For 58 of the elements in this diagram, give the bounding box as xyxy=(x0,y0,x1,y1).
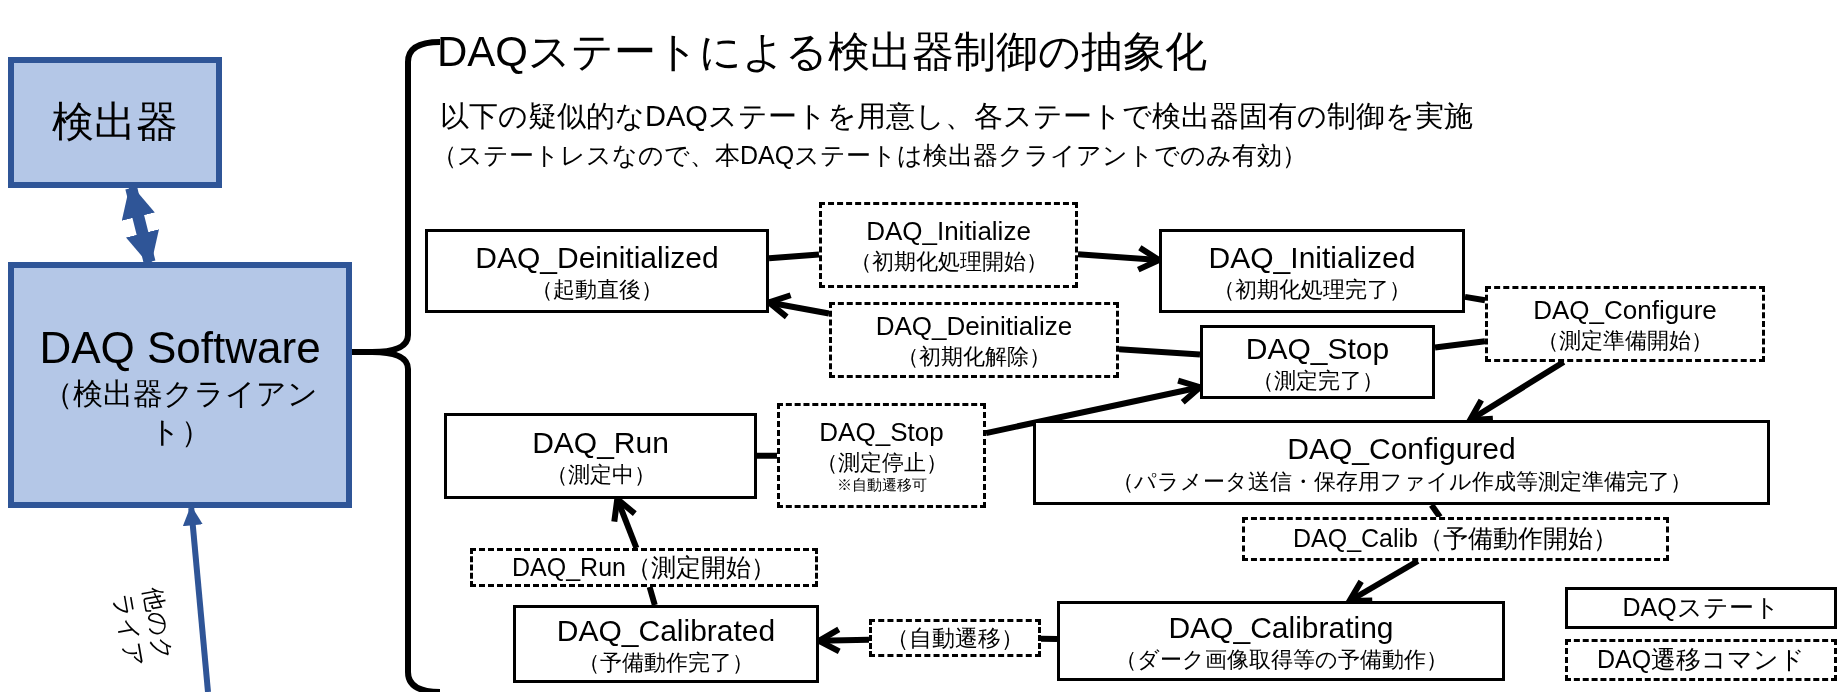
command-box xyxy=(1485,286,1765,362)
node-heading: DAQ_Run xyxy=(532,424,669,461)
node-subtext: （予備動作完了） xyxy=(578,649,754,677)
connector-line xyxy=(1464,293,1486,304)
connector-line xyxy=(1040,635,1058,642)
legend-entry: DAQステート xyxy=(1565,587,1837,629)
node-subtext: （初期化解除） xyxy=(897,342,1051,370)
node-heading: DAQ_Configured xyxy=(1287,431,1516,467)
node-subtext: （測定中） xyxy=(545,461,656,489)
command-box xyxy=(1242,517,1669,561)
connector-line xyxy=(1434,338,1486,351)
connector-line xyxy=(646,586,658,606)
state-box xyxy=(425,229,769,313)
node-heading: DAQ_Deinitialize xyxy=(875,310,1073,343)
state-box xyxy=(513,605,819,683)
node-subtext: ※自動遷移可 xyxy=(836,476,927,495)
command-box xyxy=(470,548,818,587)
process-box xyxy=(8,262,352,508)
node-heading: DAQ_Run（測定開始） xyxy=(512,551,776,583)
node-subtext: （初期化処理開始） xyxy=(849,247,1048,275)
node-heading: DAQ_Deinitialized xyxy=(475,239,719,276)
node-subtext: （測定完了） xyxy=(1251,367,1384,395)
node-subtext: （測定準備開始） xyxy=(1537,326,1713,354)
connector-line xyxy=(768,251,820,262)
node-heading: DAQ_Stop xyxy=(819,416,944,449)
process-box xyxy=(8,57,222,188)
state-box xyxy=(1057,601,1505,681)
node-heading: DAQ_Calibrating xyxy=(1168,609,1394,646)
command-box xyxy=(869,619,1041,657)
node-subtext: （初期化処理完了） xyxy=(1213,276,1411,304)
connector-line xyxy=(1429,503,1443,519)
node-subtext: （起動直後） xyxy=(531,276,663,304)
title: DAQステートによる検出器制御の抽象化 xyxy=(437,27,1207,77)
note-text: 以下の疑似的なDAQステートを用意し、各ステートで検出器固有の制御を実施 xyxy=(440,99,1473,134)
node-heading: DAQ_Calib（予備動作開始） xyxy=(1292,523,1619,555)
state-box xyxy=(1033,420,1770,505)
command-box xyxy=(829,302,1119,378)
node-heading: DAQ_Stop xyxy=(1245,330,1390,367)
command-box xyxy=(819,202,1078,288)
command-box xyxy=(777,403,986,508)
note-text: （ステートレスなので、本DAQステートは検出器クライアントでのみ有効） xyxy=(432,140,1308,171)
node-heading: DAQ_Initialized xyxy=(1208,239,1416,276)
node-subtext: （ダーク画像取得等の予備動作） xyxy=(1114,646,1448,674)
state-box xyxy=(1159,229,1465,313)
state-box xyxy=(444,413,757,499)
node-subtext: （測定停止） xyxy=(815,448,948,477)
node-heading: （自動遷移） xyxy=(886,623,1024,653)
node-heading: DAQ Software xyxy=(39,322,321,374)
node-subtext: （検出器クライアント） xyxy=(41,376,319,450)
node-heading: DAQ_Configure xyxy=(1533,294,1717,327)
node-heading: DAQ_Initialize xyxy=(866,215,1031,248)
node-subtext: （パラメータ送信・保存用ファイル作成等測定準備完了） xyxy=(1111,467,1692,495)
legend-entry: DAQ遷移コマンド xyxy=(1565,639,1837,681)
connector-line xyxy=(757,452,777,459)
node-heading: DAQ_Calibrated xyxy=(556,612,776,649)
connector-line xyxy=(1118,346,1201,358)
state-box xyxy=(1200,325,1435,399)
node-heading: 検出器 xyxy=(52,97,178,148)
